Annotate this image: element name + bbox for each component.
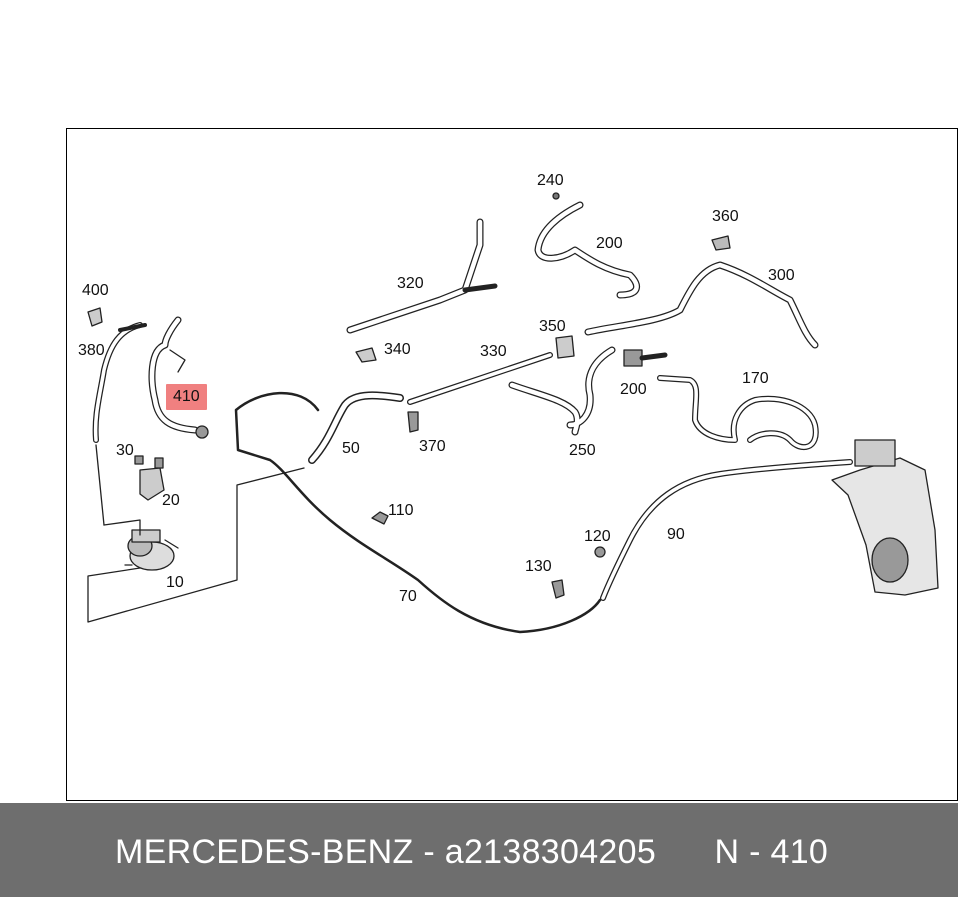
callout-90: 90 xyxy=(667,526,685,543)
part-200-hose-upper xyxy=(534,192,640,299)
callout-400: 400 xyxy=(82,282,109,299)
part-380-hose xyxy=(92,322,147,526)
callout-330: 330 xyxy=(480,343,507,360)
part-90-line xyxy=(600,459,853,601)
part-170-hose xyxy=(657,375,819,451)
callout-120: 120 xyxy=(584,528,611,545)
part-130-clip xyxy=(551,579,565,599)
part-400-plug xyxy=(87,307,103,327)
part-70-line xyxy=(234,391,602,634)
brand-name: MERCEDES-BENZ xyxy=(115,833,414,871)
callout-340: 340 xyxy=(384,341,411,358)
callout-350: 350 xyxy=(539,318,566,335)
part-200-valve-lower xyxy=(623,349,668,367)
coolant-expansion-tank xyxy=(831,439,939,596)
parts-diagram-drawing xyxy=(87,192,939,634)
callout-200-upper: 200 xyxy=(596,235,623,252)
callout-110: 110 xyxy=(388,502,414,519)
position-label: N - 410 xyxy=(714,833,829,871)
part-50-hose xyxy=(308,391,404,464)
part-250-hose xyxy=(508,346,616,436)
part-120-clip xyxy=(594,546,606,558)
callout-10: 10 xyxy=(166,574,184,591)
footer-caption: MERCEDES-BENZ - a2138304205 N - 410 xyxy=(115,832,828,872)
callout-300: 300 xyxy=(768,267,795,284)
callout-370: 370 xyxy=(419,438,446,455)
separator: - xyxy=(413,833,445,871)
part-110-clip xyxy=(371,511,389,525)
footer-bar xyxy=(0,803,958,897)
callout-250: 250 xyxy=(569,442,596,459)
part-360-clip xyxy=(711,235,731,251)
part-340-clip xyxy=(355,347,377,363)
part-330-pipe xyxy=(407,352,553,405)
callout-50: 50 xyxy=(342,440,360,457)
callout-70: 70 xyxy=(399,588,417,605)
part-370-bracket xyxy=(407,411,419,433)
part-350-cap xyxy=(555,335,575,359)
part-300-hose xyxy=(584,261,819,349)
callout-320: 320 xyxy=(397,275,424,292)
callout-380: 380 xyxy=(78,342,105,359)
callout-30: 30 xyxy=(116,442,134,459)
callout-170: 170 xyxy=(742,370,769,387)
part-410-hose xyxy=(148,316,209,439)
part-10-auxiliary-pump xyxy=(87,467,305,623)
part-number: a2138304205 xyxy=(444,833,657,871)
part-320-pipe xyxy=(346,218,498,334)
part-20-bracket xyxy=(103,455,165,536)
callout-130: 130 xyxy=(525,558,552,575)
callout-20: 20 xyxy=(162,492,180,509)
callout-200-lower: 200 xyxy=(620,381,647,398)
callout-410-highlighted[interactable]: 410 xyxy=(166,384,207,410)
callout-360: 360 xyxy=(712,208,739,225)
callout-240: 240 xyxy=(537,172,564,189)
